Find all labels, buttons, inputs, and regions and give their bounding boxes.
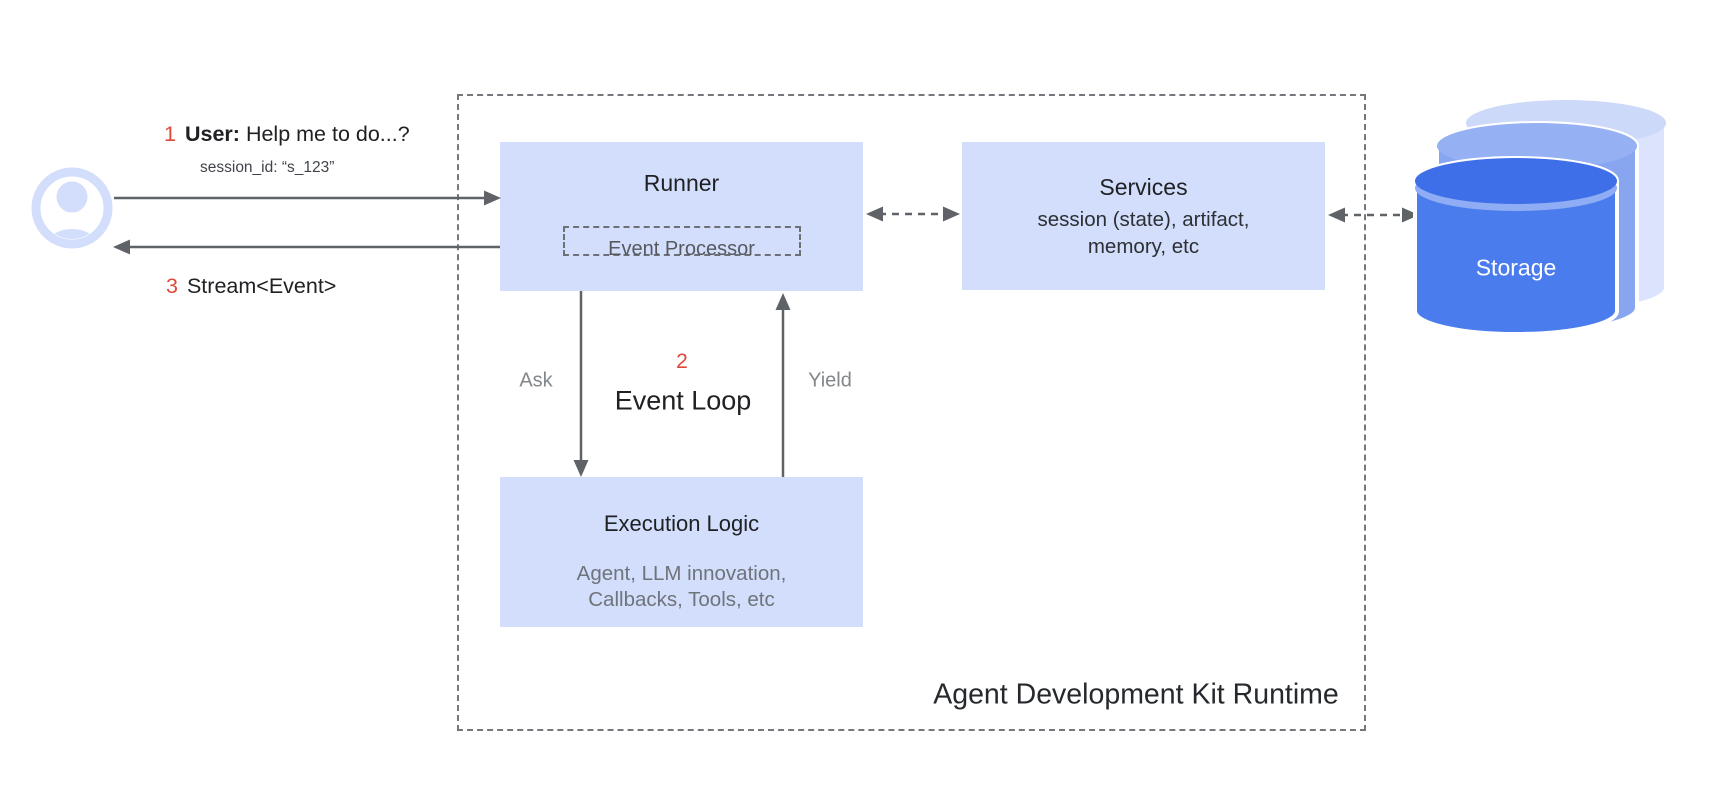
storage-cylinders-icon <box>1413 98 1668 336</box>
ask-label: Ask <box>519 369 553 392</box>
response-arrow <box>113 239 500 255</box>
execution-logic-title: Execution Logic <box>603 511 760 536</box>
services-subtitle-line1: session (state), artifact, <box>1037 208 1250 231</box>
user-request-text: Help me to do...? <box>245 122 410 146</box>
event-loop-label: Event Loop <box>614 385 752 416</box>
execution-subtitle-line2: Callbacks, Tools, etc <box>588 588 775 611</box>
step-number-2: 2 <box>676 350 688 373</box>
execution-subtitle-line1: Agent, LLM innovation, <box>576 562 787 585</box>
runner-box: Runner Event Processor <box>500 142 863 291</box>
stream-response-label: 3 Stream<Event> <box>166 273 336 299</box>
stream-response-text: Stream<Event> <box>186 274 337 298</box>
services-title: Services <box>1099 174 1188 200</box>
event-processor-label: Event Processor <box>608 238 755 260</box>
user-avatar-icon <box>31 167 113 249</box>
session-id-label: session_id: “s_123” <box>200 159 335 176</box>
yield-label: Yield <box>808 369 852 392</box>
services-subtitle-line2: memory, etc <box>1087 235 1200 258</box>
execution-logic-box: Execution Logic Agent, LLM innovation, C… <box>500 477 863 627</box>
user-request-label: 1 User:Help me to do...? <box>164 121 410 147</box>
step-number-1: 1 <box>164 122 176 146</box>
runtime-caption: Agent Development Kit Runtime <box>933 678 1339 711</box>
event-processor-box: Event Processor <box>562 226 801 260</box>
services-box: Services session (state), artifact, memo… <box>962 142 1325 290</box>
runtime-boundary-box <box>457 94 1366 731</box>
user-request-speaker: User: <box>184 122 240 146</box>
request-arrow <box>114 190 501 206</box>
storage-label: Storage <box>1475 254 1557 281</box>
step-number-3: 3 <box>166 274 178 298</box>
runner-title: Runner <box>643 170 720 196</box>
